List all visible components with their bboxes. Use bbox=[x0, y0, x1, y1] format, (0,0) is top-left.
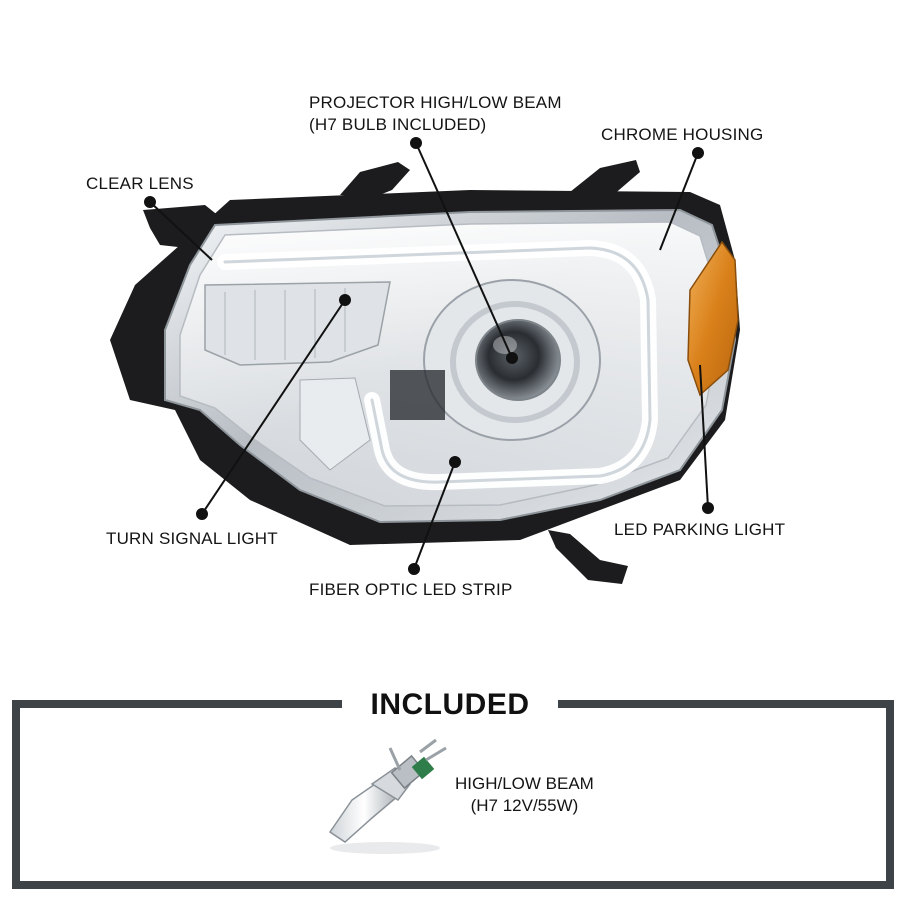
callout-fiber-optic: FIBER OPTIC LED STRIP bbox=[309, 580, 513, 599]
callout-led-parking: LED PARKING LIGHT bbox=[614, 520, 786, 539]
callout-clear-lens: CLEAR LENS bbox=[86, 174, 194, 193]
included-frame bbox=[12, 700, 894, 889]
callout-chrome-housing: CHROME HOUSING bbox=[601, 125, 764, 144]
included-frame-top-left bbox=[12, 700, 342, 708]
top-bracket-left bbox=[340, 162, 410, 198]
bulb-label-line2: (H7 12V/55W) bbox=[470, 796, 579, 815]
bulb-label: HIGH/LOW BEAM (H7 12V/55W) bbox=[455, 773, 594, 817]
callout-turn-signal: TURN SIGNAL LIGHT bbox=[106, 529, 278, 548]
bottom-bracket bbox=[548, 530, 628, 584]
callout-projector-line1: PROJECTOR HIGH/LOW BEAM bbox=[309, 93, 562, 112]
callout-projector: PROJECTOR HIGH/LOW BEAM (H7 BULB INCLUDE… bbox=[309, 92, 562, 136]
included-frame-top-right bbox=[558, 700, 886, 708]
callout-lines bbox=[144, 137, 714, 575]
h7-bulb-icon bbox=[328, 738, 447, 854]
bulb-label-line1: HIGH/LOW BEAM bbox=[455, 774, 594, 793]
callout-projector-line2: (H7 BULB INCLUDED) bbox=[309, 115, 487, 134]
amber-parking-light bbox=[687, 240, 739, 397]
included-title: INCLUDED bbox=[370, 688, 530, 721]
